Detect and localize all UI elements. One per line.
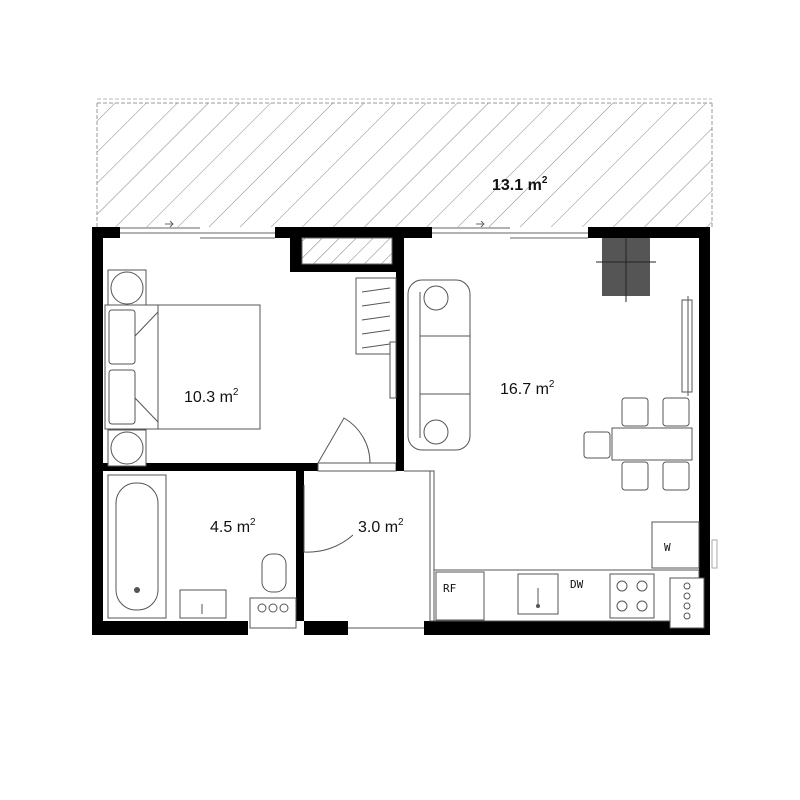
dishwasher-label: DW [570,578,584,591]
bedroom-area-label: 10.3 m2 [184,387,239,406]
bedroom: 10.3 m2 [104,269,397,467]
double-bed [104,304,261,430]
boiler-cabinet [669,577,705,629]
bathroom: 4.5 m2 [107,474,297,629]
kitchen: RF DW W [433,541,705,629]
wardrobe [355,277,397,399]
cooktop [609,573,655,619]
hall-area-label: 3.0 m2 [358,517,404,536]
balcony-sliding-door-right [432,220,588,239]
washer-label: W [664,541,671,554]
balcony: 13.1 m2 [96,98,713,227]
washbasin [179,589,227,619]
living-area-label: 16.7 m2 [500,379,555,398]
sofa [407,279,471,451]
hall: 3.0 m2 [303,485,424,629]
balcony-area-label: 13.1 m2 [492,175,548,194]
dishwasher: DW [570,578,584,591]
walls [92,227,718,635]
sink [517,573,559,615]
washer: W [664,541,671,554]
balcony-sliding-door-left [120,220,275,239]
dining-table [583,397,693,491]
bathroom-cabinet [249,597,297,629]
fridge-label: RF [443,582,456,595]
fridge: RF [435,571,485,621]
bathroom-area-label: 4.5 m2 [210,517,256,536]
living-room: 16.7 m2 [407,279,693,491]
toilet [261,553,287,593]
bedroom-door [317,417,371,464]
nightstand-top [107,269,147,307]
nightstand-bottom [107,429,147,467]
tv-stand [681,296,693,396]
